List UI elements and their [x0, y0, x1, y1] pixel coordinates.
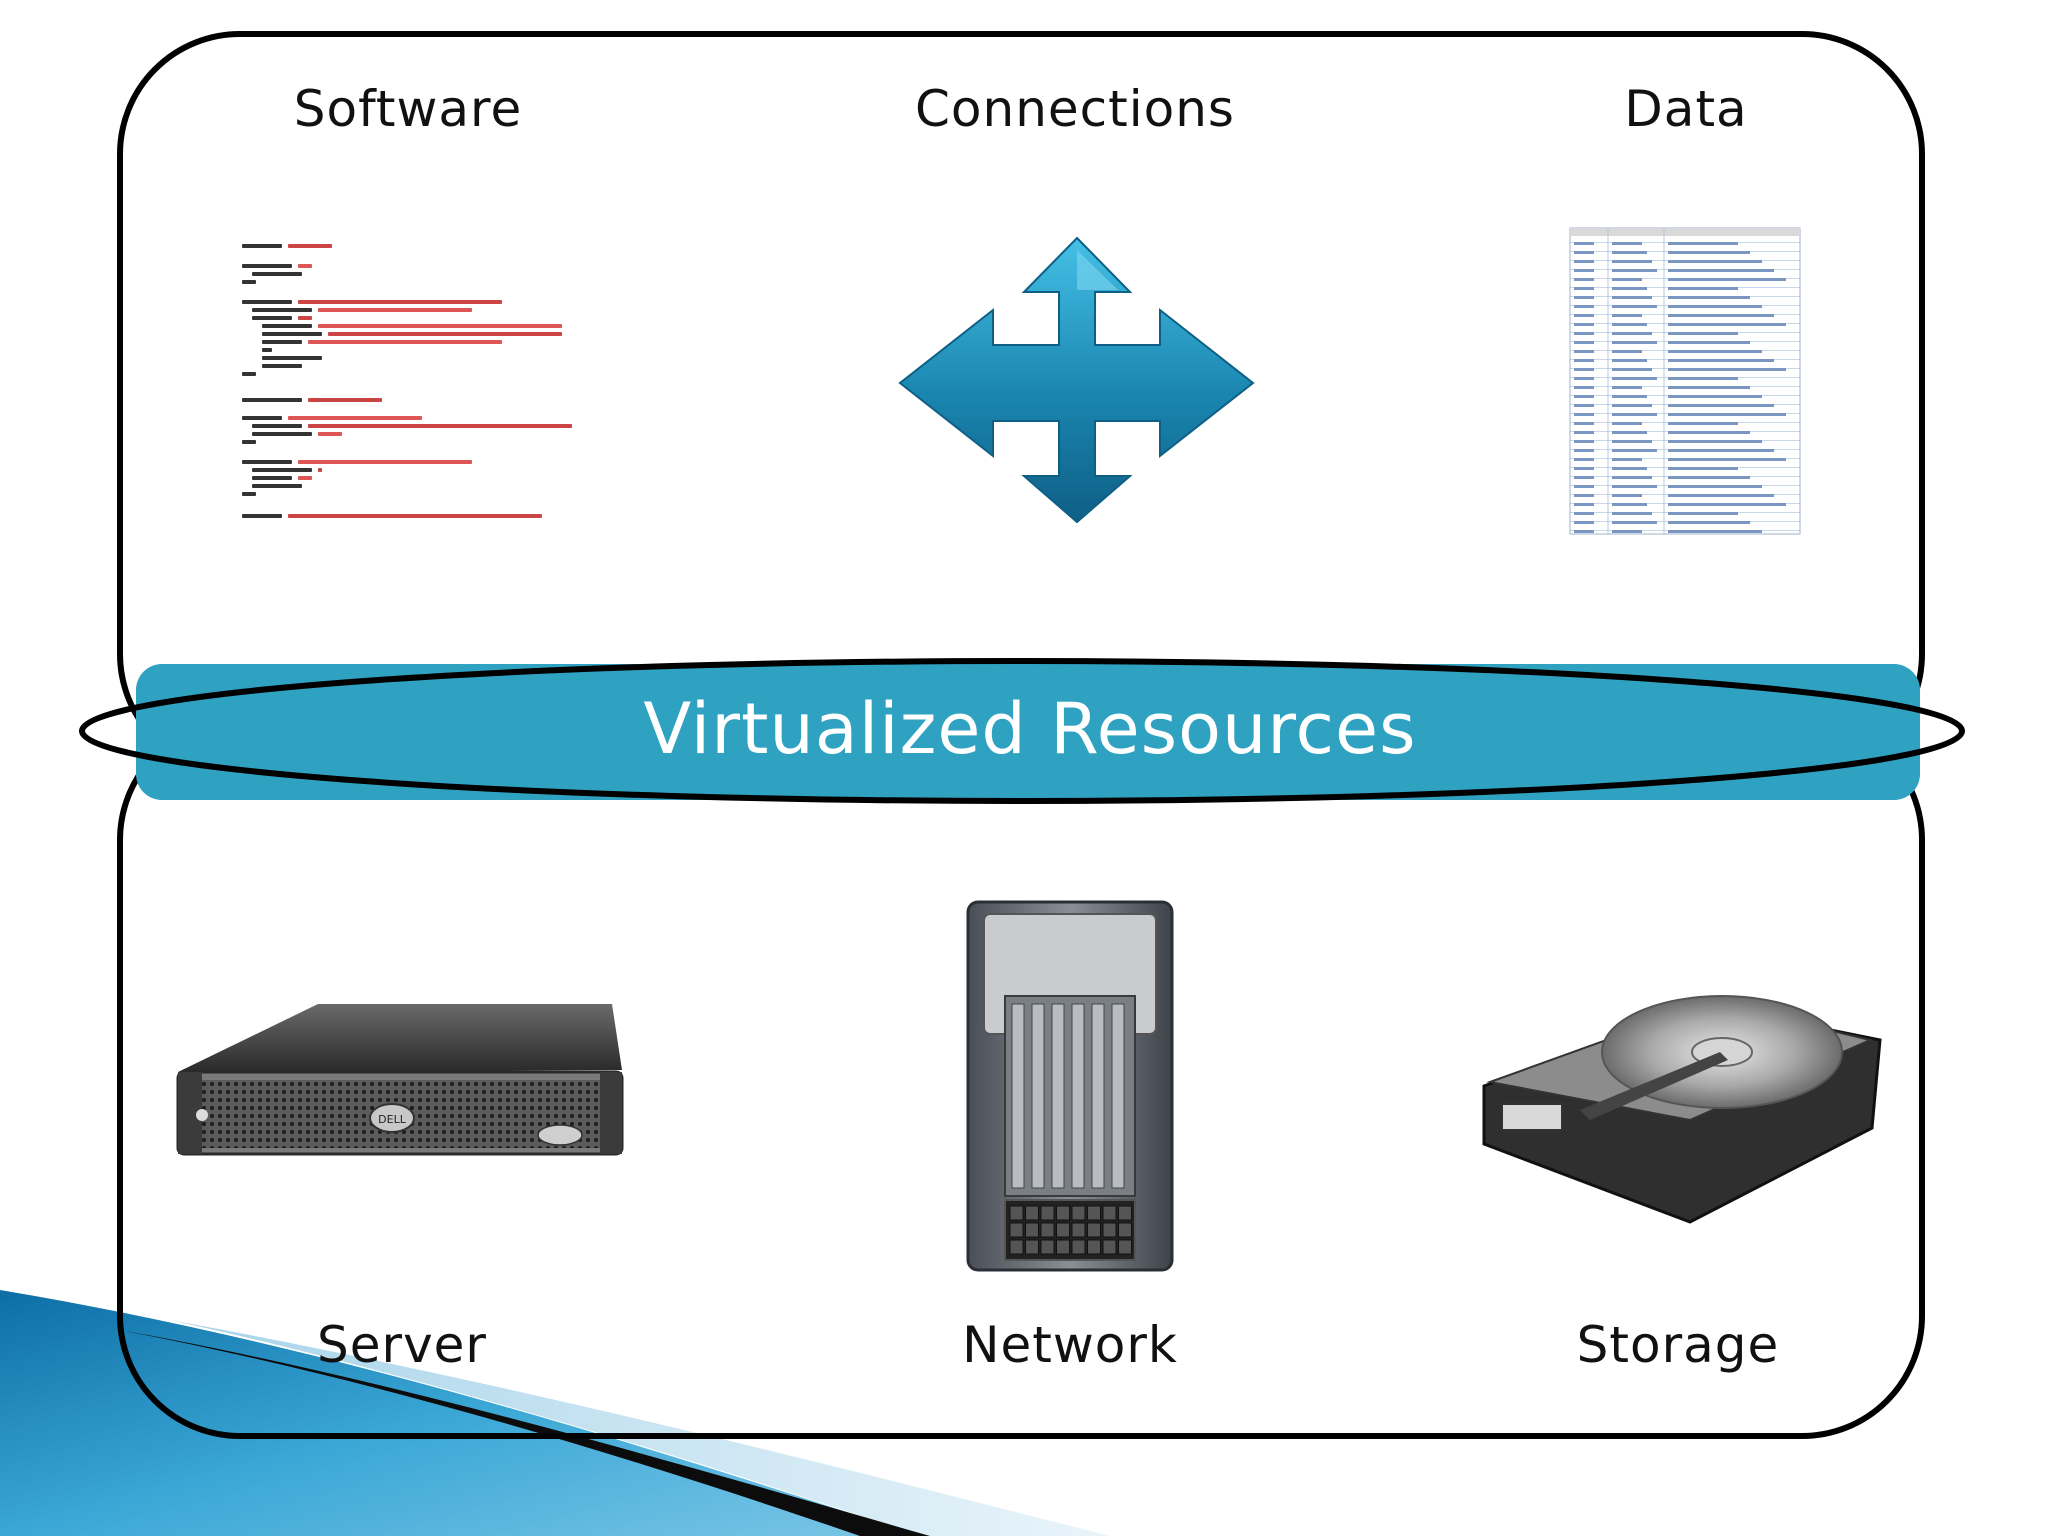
banner-fill	[136, 664, 1920, 800]
server-label: Server	[317, 1316, 487, 1374]
data-label: Data	[1624, 80, 1748, 138]
software-label: Software	[293, 80, 523, 138]
connections-label: Connections	[915, 80, 1235, 138]
banner-title: Virtualized Resources	[643, 688, 1417, 770]
code-snippet-image	[242, 244, 572, 518]
storage-label: Storage	[1576, 1316, 1780, 1374]
network-switch-chassis-image	[966, 900, 1174, 1272]
network-label: Network	[962, 1316, 1178, 1374]
background-swoosh	[0, 1290, 1110, 1536]
hard-disk-drive-image	[1482, 995, 1882, 1224]
banner-outline	[79, 658, 1965, 804]
server-brand-label: DELL	[378, 1113, 407, 1126]
four-way-arrow-icon	[898, 236, 1255, 524]
spreadsheet-image	[1569, 227, 1801, 535]
rack-server-image: DELL	[176, 1004, 624, 1156]
